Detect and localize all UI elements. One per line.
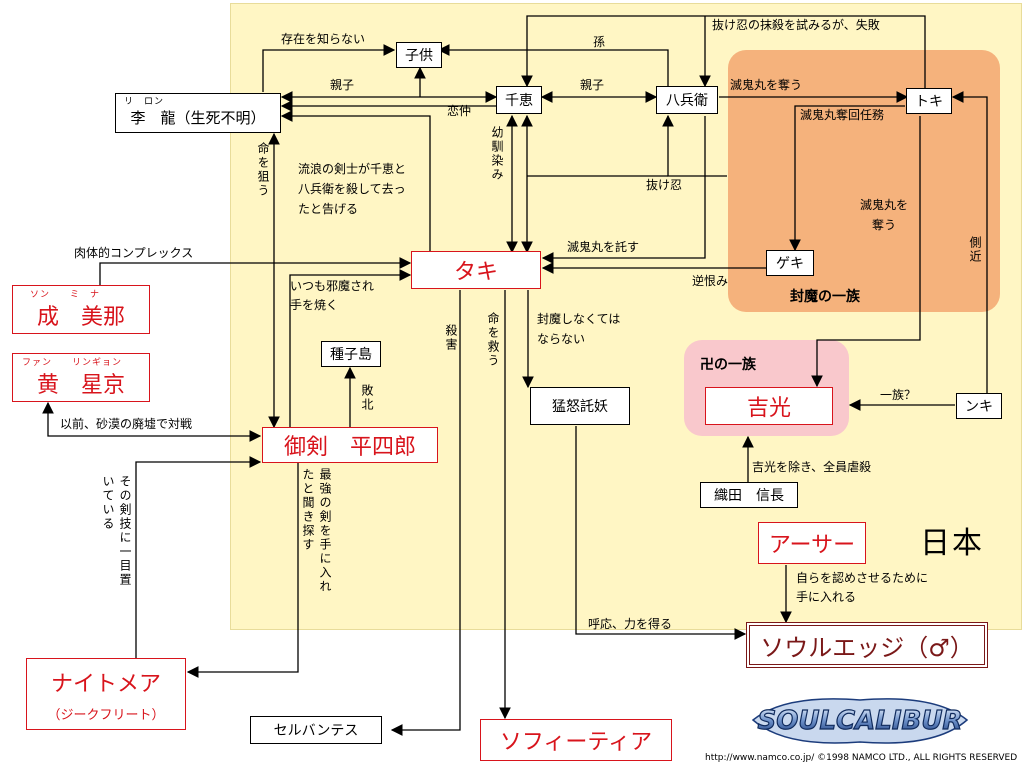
arrow-mitsurugi-nightmare — [186, 462, 299, 678]
label-parent-child-2: 親子 — [580, 78, 605, 92]
label-runaway-ninja: 抜け忍 — [646, 178, 683, 192]
copyright-footer: http://www.namco.co.jp/ ©1998 NAMCO LTD.… — [705, 753, 1018, 763]
arrow-nightmare-mitsurugi — [135, 456, 262, 660]
label-massacre: 吉光を除き、全員虐殺 — [752, 460, 872, 474]
label-parent-child-1: 親子 — [330, 78, 355, 92]
node-tanegashima: 種子島 — [321, 341, 381, 367]
node-li-long: 李 龍（生死不明） — [115, 93, 281, 133]
label-retrieval-mission: 滅鬼丸奪回任務 — [800, 108, 885, 122]
label-steal-mekkimaru: 滅鬼丸を奪う — [730, 78, 803, 92]
node-toki: トキ — [906, 88, 952, 114]
node-chie: 千恵 — [496, 86, 542, 114]
label-prove-2: 手に入れる — [796, 590, 857, 604]
node-nki: ンキ — [956, 393, 1002, 419]
node-taki: タキ — [411, 251, 541, 289]
ruby-li-long: リ ロン — [124, 97, 165, 107]
label-steal-2: 奪う — [872, 218, 897, 232]
arrow-taki-lilong — [280, 110, 431, 252]
node-sophitia: ソフィーティア — [480, 719, 672, 761]
label-search-2: たと聞き探す — [301, 468, 315, 552]
node-hwang: 黄 星京 — [12, 353, 150, 402]
ruby-sung-mina: ソン ミ ナ — [30, 290, 101, 300]
label-defeat: 敗北 — [360, 384, 374, 412]
manji-clan-title: 卍の一族 — [700, 357, 756, 373]
label-childhood-friend: 幼馴染み — [490, 126, 504, 182]
node-mitsurugi: 御剣 平四郎 — [262, 427, 438, 463]
node-hachibei: 八兵衛 — [656, 86, 718, 114]
arrow-mouda-souledge — [575, 426, 747, 640]
svg-text:SOULCALIBUR: SOULCALIBUR — [758, 706, 963, 736]
node-nightmare: ナイトメア （ジークフリート） — [26, 658, 186, 730]
label-hindered-2: 手を焼く — [290, 298, 339, 312]
ruby-hwang: ファン リンギョン — [22, 358, 123, 368]
label-physical-complex: 肉体的コンプレックス — [74, 246, 194, 260]
arrow-hwang-mitsurugi — [42, 401, 262, 442]
label-grandchild: 孫 — [593, 35, 606, 49]
label-swordsman-1: 流浪の剣士が千恵と — [298, 162, 407, 176]
label-steal-1: 滅鬼丸を — [860, 198, 909, 212]
arrow-lilong-kodomo — [262, 44, 396, 92]
node-soul-edge: ソウルエッジ（♂） — [746, 622, 988, 668]
node-yoshimitsu: 吉光 — [705, 387, 833, 425]
node-mouda: 猛怒託妖 — [530, 387, 630, 425]
node-geki: ゲキ — [766, 250, 814, 276]
nightmare-subtitle: （ジークフリート） — [47, 707, 165, 723]
label-fought-before: 以前、砂漠の廃墟で対戦 — [60, 417, 193, 431]
nightmare-name: ナイトメア — [50, 671, 161, 697]
label-must-seal-2: ならない — [537, 332, 586, 346]
label-hindered-1: いつも邪魔され — [290, 279, 375, 293]
label-save-life: 命を救う — [486, 312, 500, 368]
label-resonate: 呼応、力を得る — [588, 617, 673, 631]
node-cervantes: セルバンテス — [250, 716, 382, 744]
label-target-life: 命を狙う — [256, 142, 270, 198]
label-search-1: 最強の剣を手に入れ — [318, 468, 332, 594]
arrow-toki-yoshimitsu — [811, 116, 921, 388]
arrow-hachibei-taki — [541, 116, 706, 264]
label-swordsman-2: 八兵衛を殺して去っ — [298, 182, 406, 196]
label-grudge: 逆恨み — [692, 274, 729, 288]
arrow-toki-geki — [789, 105, 905, 252]
label-swordsman-3: たと告げる — [298, 202, 359, 216]
label-killing: 殺害 — [444, 324, 458, 352]
label-close-aide: 側近 — [968, 236, 982, 264]
label-prove-1: 自らを認めさせるために — [796, 571, 929, 585]
arrow-nki-toki — [951, 91, 988, 393]
arrow-kodomo-hachibei — [437, 44, 669, 88]
node-arthur: アーサー — [758, 522, 866, 564]
node-kodomo: 子供 — [396, 42, 442, 68]
japan-title: 日本 — [920, 526, 984, 561]
label-respect: その剣技に一目置いている — [101, 475, 132, 587]
label-lovers: 恋仲 — [447, 104, 472, 118]
arrow-mina-taki — [99, 257, 412, 286]
arrow-toki-chie — [521, 15, 926, 90]
label-toki-attempt: 抜け忍の抹殺を試みるが、失敗 — [712, 18, 880, 32]
label-entrust: 滅鬼丸を託す — [567, 240, 640, 254]
soulcalibur-logo: SOULCALIBUR — [751, 698, 969, 744]
node-sung-mina: 成 美那 — [12, 285, 150, 334]
arrow-to-hachibei-from-fuma — [662, 114, 727, 177]
arrow-taki-cervantes — [390, 290, 461, 736]
arrow-mitsurugi-taki — [289, 269, 412, 427]
fuma-clan-title: 封魔の一族 — [790, 289, 860, 305]
label-unaware: 存在を知らない — [281, 32, 366, 46]
node-oda-nobunaga: 織田 信長 — [700, 482, 798, 508]
label-clan-question: 一族？ — [880, 388, 917, 402]
label-must-seal-1: 封魔しなくては — [537, 312, 621, 326]
